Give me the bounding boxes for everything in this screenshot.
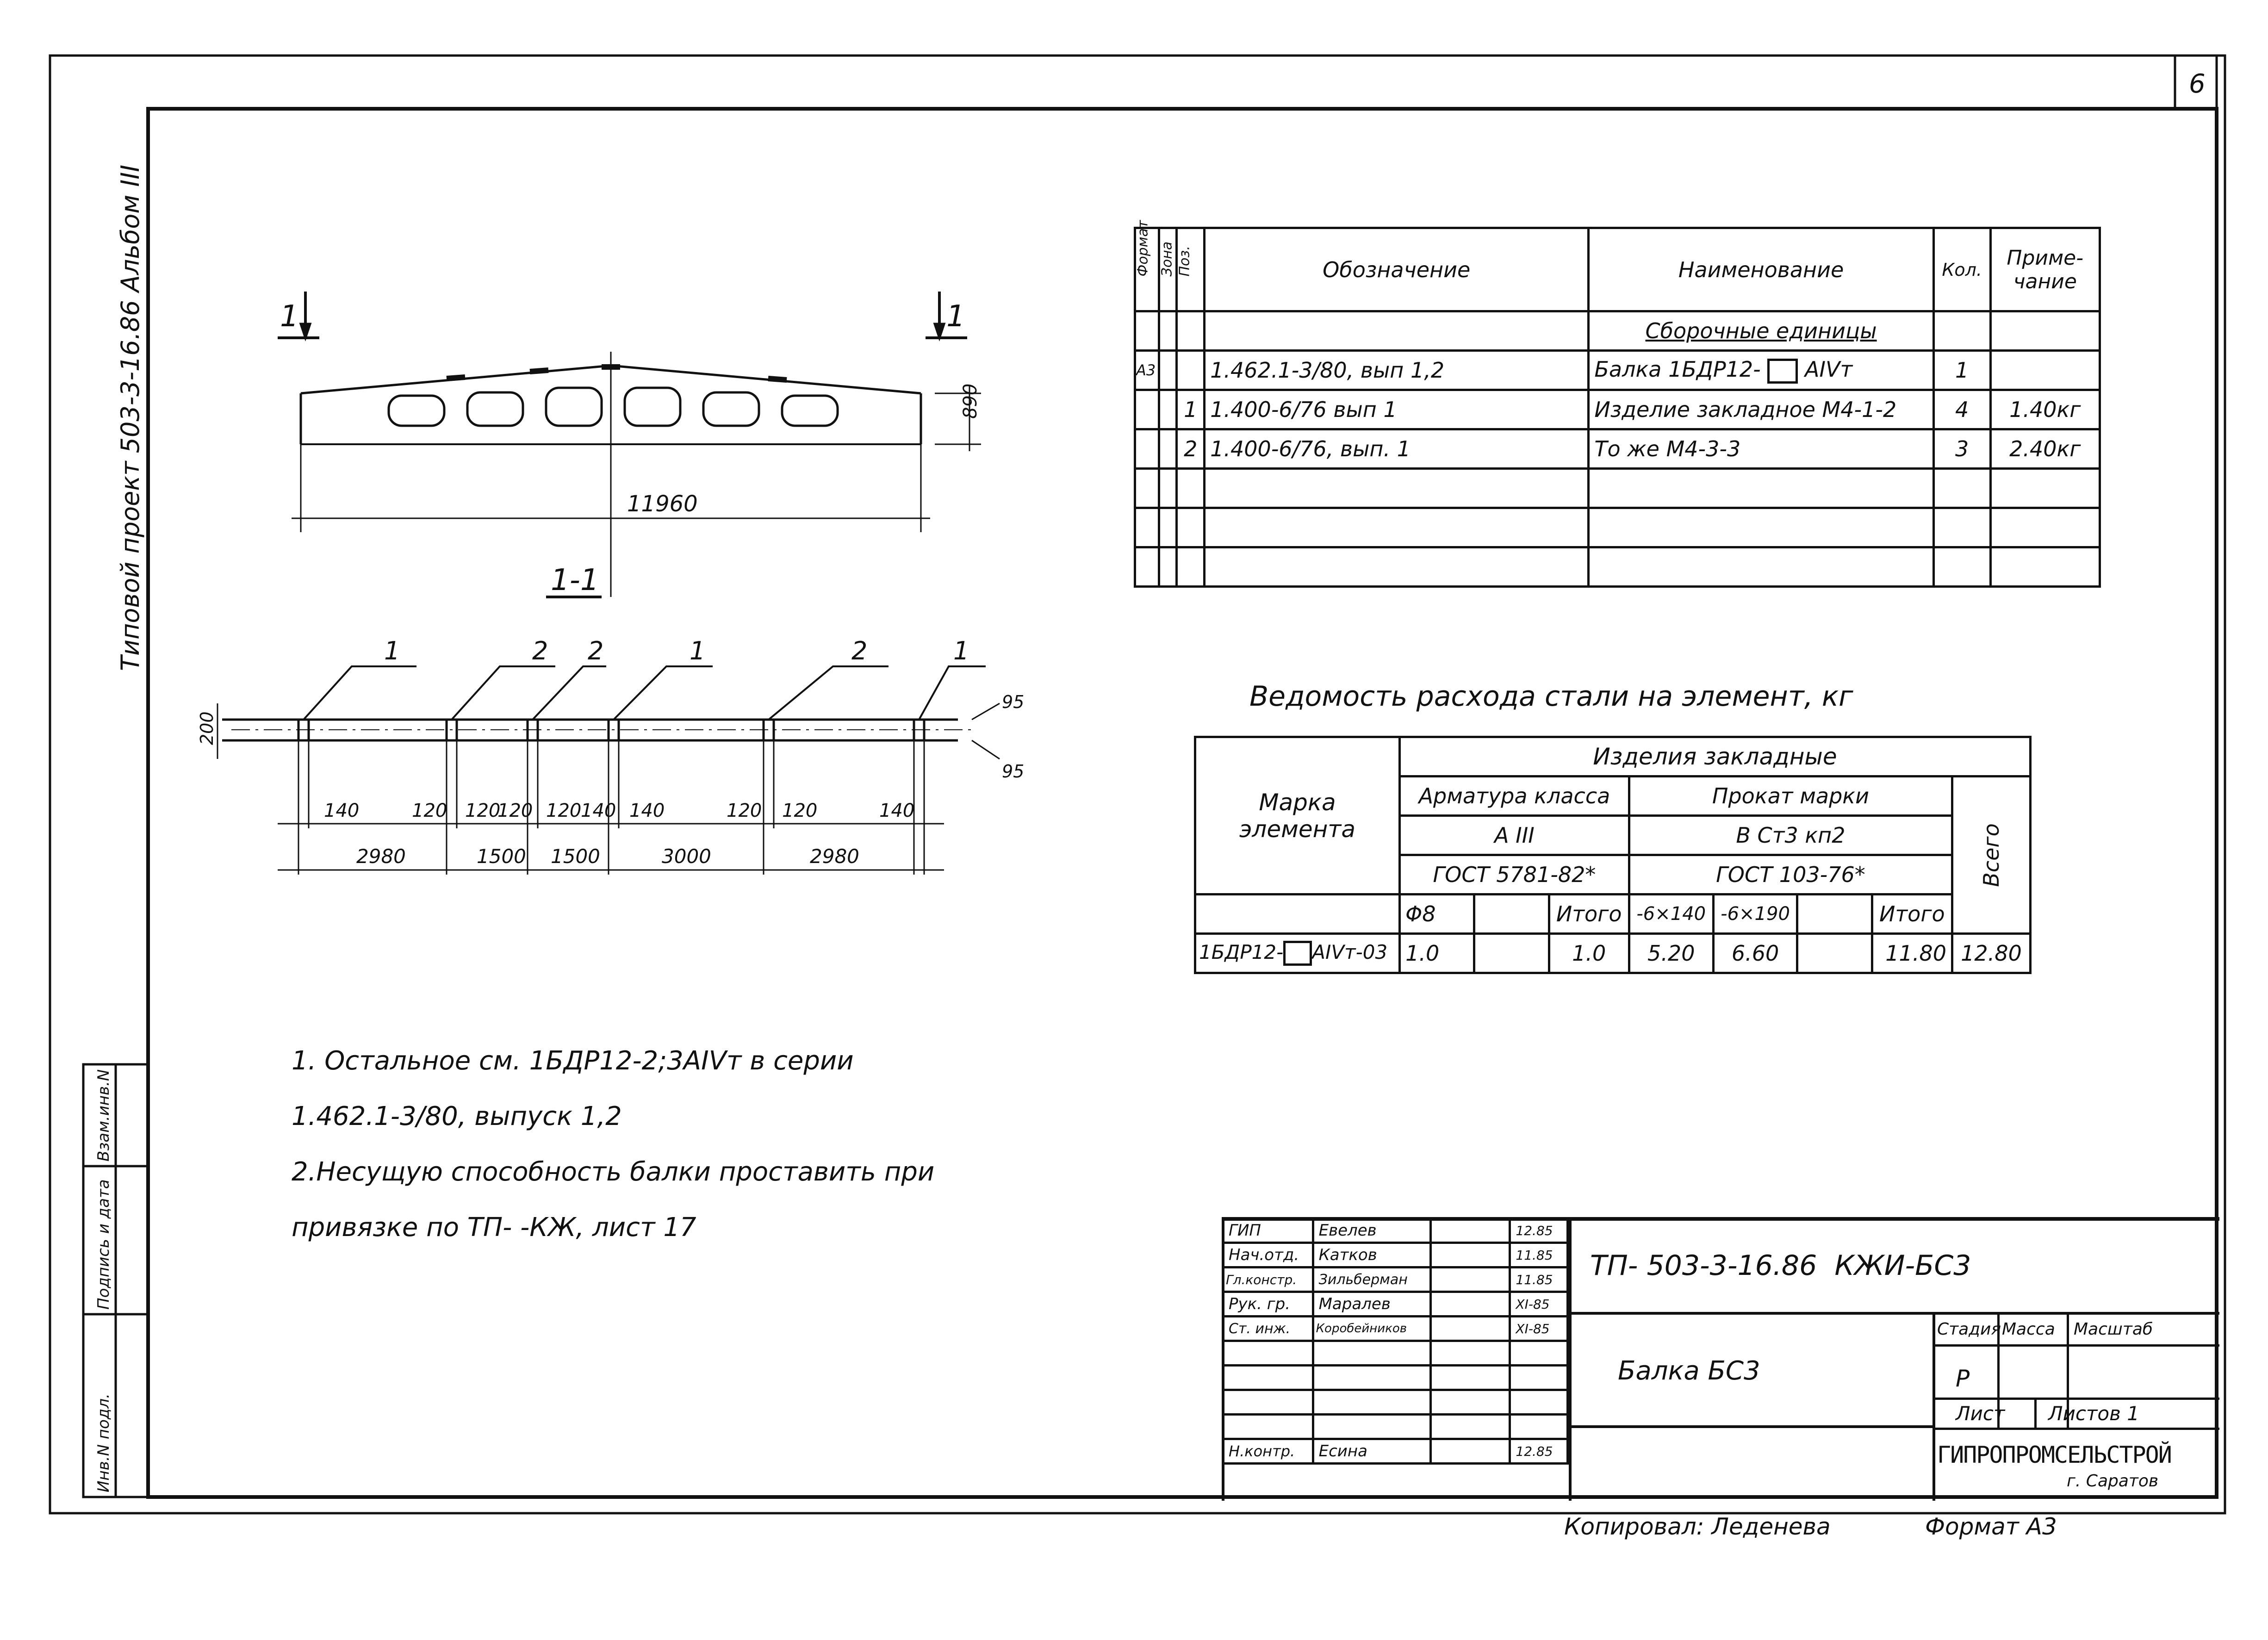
dim-top-9: 120 [782,800,817,821]
section-right-dim-bottom: 95 [1002,761,1024,782]
scale-header: Масштаб [2074,1320,2153,1339]
section-title: 1-1 [551,563,599,597]
side-stamp-inv: Инв.N подл. [94,1393,113,1492]
sheets-header: Листов 1 [2048,1402,2139,1425]
section-mark-left: 1 [280,299,299,334]
spec-h-qty: Кол. [1932,227,1992,312]
callout-6: 1 [953,636,969,665]
dim-bottom-3: 1500 [551,845,600,868]
section-right-dim-top: 95 [1002,692,1024,712]
stage-value: Р [1956,1365,1970,1392]
callout-3: 2 [588,636,603,665]
callout-4: 1 [690,636,705,665]
callout-1: 1 [384,636,400,665]
spec-row-1: А3 1.462.1-3/80, вып 1,2 Балка 1БДР12- А… [1134,349,2101,391]
beam-height-dim: 890 [960,384,981,419]
copied-by: Копировал: Леденева [1564,1513,1831,1540]
steel-mark-header: Марка элемента [1193,736,1401,895]
steel-table-title: Ведомость расхода стали на элемент, кг [1249,680,1853,713]
spec-row-3: 2 1.400-6/76, вып. 1 То же М4-3-3 3 2.40… [1134,428,2101,470]
org-city: г. Саратов [2067,1472,2159,1491]
dim-top-7: 140 [629,800,665,821]
dim-top-1: 140 [324,800,359,821]
spec-h-pos: Поз. [1175,227,1206,312]
staff-table: ГИП Евелев 12.85 Нач.отд. Катков 11.85 Г… [1222,1217,1569,1465]
spec-section: Сборочные единицы [1587,310,1935,352]
side-title: Типовой проект 503-3-16.86 Альбом III [116,165,145,671]
callout-2: 2 [532,636,548,665]
dim-top-2: 120 [412,800,447,821]
sheet-format: Формат А3 [1925,1513,2057,1540]
steel-table: Марка элемента Изделия закладные Арматур… [1193,736,2032,974]
title-block: ГИП Евелев 12.85 Нач.отд. Катков 11.85 Г… [1222,1217,2219,1501]
steel-row: 1БДР12-АIVт-03 1.0 1.0 5.20 6.60 11.80 1… [1193,932,2032,974]
section-height-dim: 200 [197,711,217,745]
side-stamp-sign: Подпись и дата [94,1179,113,1310]
steel-group: Изделия закладные [1398,736,2032,777]
dim-bottom-4: 3000 [662,845,711,868]
side-stamp-replace: Взам.инв.N [94,1069,113,1162]
dim-bottom-5: 2980 [810,845,859,868]
dim-top-3: 120 [465,800,500,821]
doc-code: ТП- 503-3-16.86 КЖИ-БС3 [1590,1249,1971,1282]
sheet-number: 6 [2189,69,2206,99]
dim-top-8: 120 [727,800,762,821]
dim-bottom-2: 1500 [477,845,526,868]
dim-top-5: 120 [546,800,581,821]
dim-top-6: 140 [581,800,616,821]
note-2b: привязке по ТП- -КЖ, лист 17 [292,1212,696,1242]
spec-h-zone: Зона [1157,227,1178,312]
dim-top-4: 120 [497,800,533,821]
spec-row-2: 1 1.400-6/76 вып 1 Изделие закладное М4-… [1134,389,2101,430]
item-name: Балка БС3 [1618,1356,1760,1386]
spec-table: Формат Зона Поз. Обозначение Наименовани… [1134,220,2101,588]
spec-h-designation: Обозначение [1203,227,1590,312]
section-mark-right: 1 [946,299,965,334]
spec-h-format: Формат [1134,220,1160,312]
dim-bottom-1: 2980 [356,845,406,868]
mass-header: Масса [2002,1320,2055,1339]
steel-total-header: Всего [1951,775,2032,935]
dim-top-10: 140 [879,800,914,821]
spec-h-name: Наименование [1587,227,1935,312]
spec-h-note: Приме- чание [1989,227,2101,312]
note-2: 2.Несущую способность балки проставить п… [292,1157,935,1187]
stage-header: Стадия [1937,1320,2001,1339]
sheet-header: Лист [1956,1402,2005,1425]
callout-5: 2 [851,636,867,665]
note-1: 1. Остальное см. 1БДР12-2;3АIVт в серии [292,1046,854,1076]
note-1b: 1.462.1-3/80, выпуск 1,2 [292,1101,622,1131]
org-name: ГИПРОПРОМСЕЛЬСТРОЙ [1937,1441,2172,1468]
beam-length-dim: 11960 [627,491,698,517]
